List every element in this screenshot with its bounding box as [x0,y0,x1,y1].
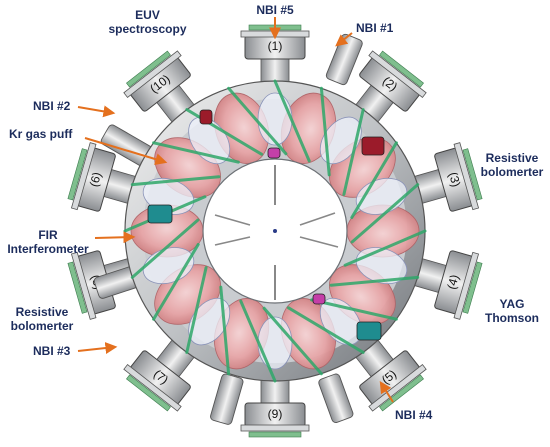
port-number: (9) [268,407,283,421]
label-yag-thomson: YAG Thomson [482,297,542,325]
fir-line-1: FIR [38,228,58,242]
arrow-nbi2 [77,105,116,118]
label-euv-spectroscopy: EUV spectroscopy [100,8,195,36]
label-nbi4: NBI #4 [395,408,433,422]
helical-coil [130,175,221,187]
highlighted-port [147,204,173,224]
yag-line-1: YAG [499,297,525,311]
highlighted-port [356,321,382,341]
helical-coil [329,275,420,287]
port-number: (6) [87,171,105,189]
resbolo-right-line-1: Resistive [485,151,539,165]
helical-coil [130,218,200,279]
annotation-arrows [77,17,394,403]
label-nbi2: NBI #2 [33,99,71,113]
highlighted-port [361,136,385,156]
label-fir-interferometer: FIR Interferometer [5,228,91,256]
helical-coil [350,141,398,219]
euv-line-2: spectroscopy [108,22,187,36]
nbi-tube [318,373,354,423]
arrow-nbi4 [379,380,394,403]
arrow-fir [94,231,136,244]
arrow-nbi1 [335,32,353,47]
helical-coil [343,229,427,267]
port-flange: (10) [123,50,204,134]
port-number: (4) [444,273,462,291]
helical-coil [342,108,365,196]
port-number: (1) [268,39,283,53]
helical-coil [310,298,398,321]
label-kr-gas-puff: Kr gas puff [9,127,73,141]
highlighted-port [312,293,326,305]
helical-coil [227,86,288,156]
port-number: (3) [446,171,464,189]
label-nbi1: NBI #1 [356,21,394,35]
highlighted-port [199,109,213,125]
resbolo-left-line-2: bolomerter [10,319,74,333]
helical-coil [152,243,200,321]
yag-line-2: Thomson [485,311,539,325]
diagnostic-window [257,316,293,370]
resbolo-left-line-1: Resistive [15,305,69,319]
helical-coil [273,79,311,163]
helical-coil [350,183,420,244]
fir-line-2: Interferometer [7,242,89,256]
nbi-tube [325,33,363,86]
port-flange: (5) [346,328,427,412]
helical-coil [185,108,263,156]
euv-line-1: EUV [135,8,160,22]
helical-coil [262,306,323,376]
diagnostic-window [257,92,293,146]
resbolo-right-line-2: bolomerter [480,165,544,179]
helical-coil [219,285,231,376]
arrow-kr-gas [84,137,168,165]
label-resistive-bolometer-right: Resistive bolomerter [474,151,550,179]
helical-coil [319,86,331,177]
helical-coil [239,299,277,383]
helical-coil [287,306,365,354]
label-nbi3: NBI #3 [33,344,71,358]
arrow-nbi3 [77,342,118,354]
nbi-tube [210,373,244,425]
center-struts [214,165,339,300]
label-nbi5: NBI #5 [256,3,294,17]
helical-coil [185,266,208,354]
helical-coil [152,141,240,164]
label-resistive-bolometer-left: Resistive bolomerter [4,305,80,333]
port-flange: (7) [123,328,204,412]
highlighted-port [267,147,281,159]
